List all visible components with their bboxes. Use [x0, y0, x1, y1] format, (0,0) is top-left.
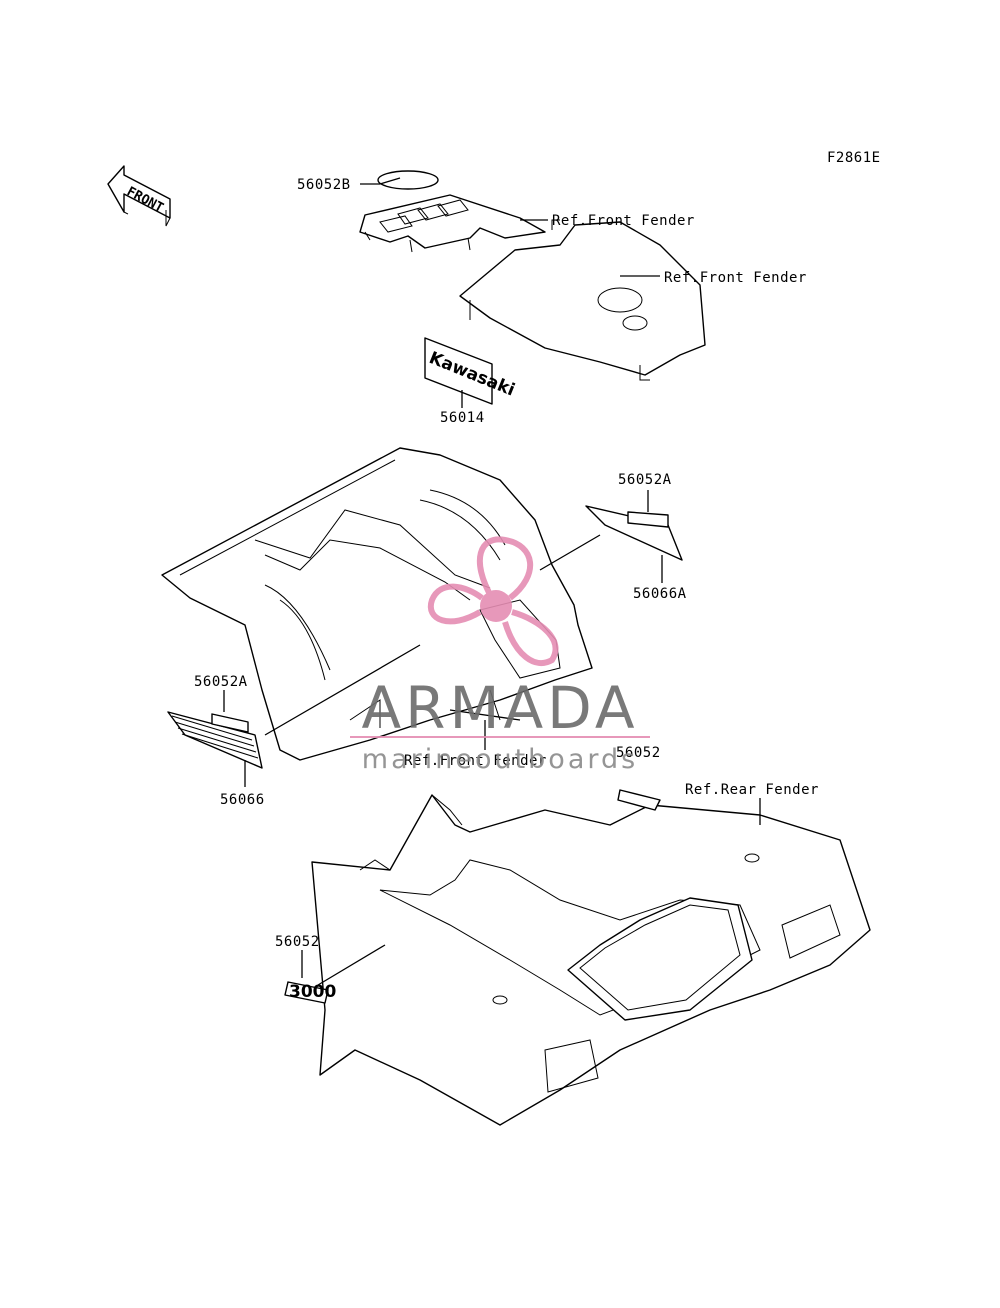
propeller-icon: [427, 536, 559, 667]
callout-56066: 56066: [220, 792, 265, 808]
watermark-brand: ARMADA: [361, 674, 638, 742]
callout-56014: 56014: [440, 410, 485, 426]
rear-fender-body: [311, 789, 871, 1126]
callout-ref-front-fender-2: Ref.Front Fender: [664, 270, 807, 286]
callout-56052-low: 56052: [275, 934, 320, 950]
decal-56066A: [585, 505, 683, 561]
front-arrow-icon: FRONT: [107, 165, 171, 227]
decal-3000: 3000: [284, 981, 336, 1004]
front-fender-lower-cover: [459, 219, 706, 381]
decal-56066: [167, 711, 263, 769]
callout-56052A-right: 56052A: [618, 472, 672, 488]
callout-ref-front-fender-1: Ref.Front Fender: [552, 213, 695, 229]
front-fender-top-cover: [359, 170, 546, 253]
front-fender-body: [161, 447, 593, 761]
decal-3000-text: 3000: [289, 982, 336, 1002]
callout-ref-front-fender-3: Ref.Front Fender: [404, 753, 547, 769]
propeller-hub: [480, 590, 512, 622]
leader-lines: [223, 177, 761, 986]
callout-56052A-left: 56052A: [194, 674, 248, 690]
armada-watermark: ARMADA marineoutboards: [350, 536, 650, 775]
watermark-tagline: marineoutboards: [362, 744, 638, 775]
callout-56066A: 56066A: [633, 586, 687, 602]
kawasaki-decal: Kawasaki: [424, 337, 518, 405]
callout-56052B: 56052B: [297, 177, 351, 193]
callout-ref-rear-fender: Ref.Rear Fender: [685, 782, 819, 798]
figure-code: F2861E: [827, 150, 881, 166]
callout-56052-mid: 56052: [616, 745, 661, 761]
